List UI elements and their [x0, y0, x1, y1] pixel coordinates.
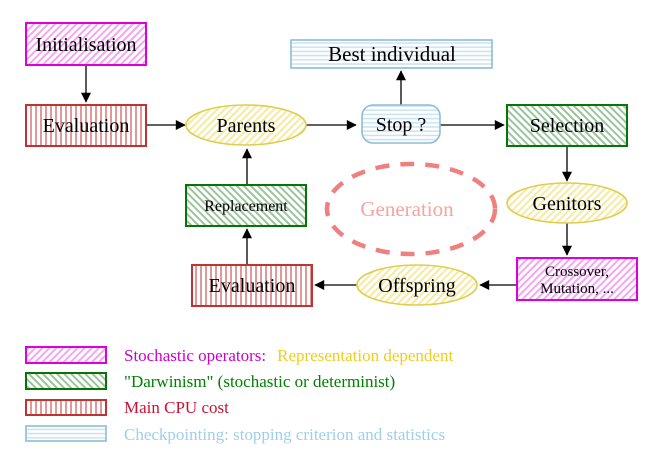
- legend-item-stochastic: Stochastic operators:Representation depe…: [25, 346, 453, 365]
- evaluation-bottom-box: [191, 264, 313, 307]
- initialisation-box: [25, 22, 147, 66]
- legend-item-checkpointing: Checkpointing: stopping criterion and st…: [25, 425, 445, 444]
- crossover-label: Crossover,: [545, 264, 609, 280]
- genitors-label: Genitors: [533, 193, 602, 215]
- node-parents: Parents: [185, 104, 307, 146]
- legend: Stochastic operators:Representation depe…: [25, 346, 453, 444]
- legend-swatch-cyan: [25, 425, 107, 442]
- legend-swatch-magenta: [25, 346, 107, 364]
- offspring-label: Offspring: [378, 275, 455, 297]
- crossover-mutation-box: [516, 257, 638, 301]
- offspring-ellipse: [356, 264, 478, 306]
- legend-swatch-red: [25, 399, 107, 416]
- legend-swatch-green: [25, 372, 107, 390]
- node-replacement: Replacement: [185, 184, 307, 227]
- evaluation-top-box: [25, 104, 147, 147]
- parents-label: Parents: [217, 115, 276, 137]
- parents-ellipse: [185, 104, 307, 146]
- replacement-box: [185, 184, 307, 227]
- node-offspring: Offspring: [356, 264, 478, 306]
- evaluation-top-label: Evaluation: [43, 115, 130, 137]
- initialisation-label: Initialisation: [35, 34, 136, 56]
- legend-item-darwinism: "Darwinism" (stochastic or determinist): [25, 372, 395, 391]
- selection-label: Selection: [530, 115, 604, 137]
- edges: [81, 65, 572, 290]
- generation-ellipse: [324, 161, 498, 257]
- evaluation-bottom-label: Evaluation: [209, 275, 296, 297]
- node-initialisation: Initialisation: [25, 22, 147, 66]
- legend-label-stochastic: Stochastic operators:Representation depe…: [124, 346, 453, 365]
- generation-label: Generation: [360, 197, 454, 221]
- mutation-label: Mutation, ...: [540, 281, 614, 297]
- node-selection: Selection: [506, 104, 628, 147]
- node-generation: Generation: [324, 161, 498, 257]
- node-genitors: Genitors: [506, 182, 628, 224]
- legend-label-darwinism: "Darwinism" (stochastic or determinist): [124, 372, 395, 391]
- node-evaluation-bottom: Evaluation: [191, 264, 313, 307]
- best-individual-label: Best individual: [328, 42, 456, 66]
- stop-label: Stop ?: [376, 114, 427, 136]
- node-crossover-mutation: Crossover, Mutation, ...: [516, 257, 638, 301]
- selection-box: [506, 104, 628, 147]
- best-individual-box: [290, 39, 493, 69]
- stop-box: [361, 104, 441, 144]
- node-evaluation-top: Evaluation: [25, 104, 147, 147]
- replacement-label: Replacement: [204, 198, 288, 215]
- legend-label-checkpointing: Checkpointing: stopping criterion and st…: [124, 425, 445, 444]
- genitors-ellipse: [506, 182, 628, 224]
- legend-label-cpu-cost: Main CPU cost: [124, 398, 229, 417]
- legend-item-cpu-cost: Main CPU cost: [25, 398, 229, 417]
- node-best-individual: Best individual: [290, 39, 493, 69]
- node-stop: Stop ?: [361, 104, 441, 144]
